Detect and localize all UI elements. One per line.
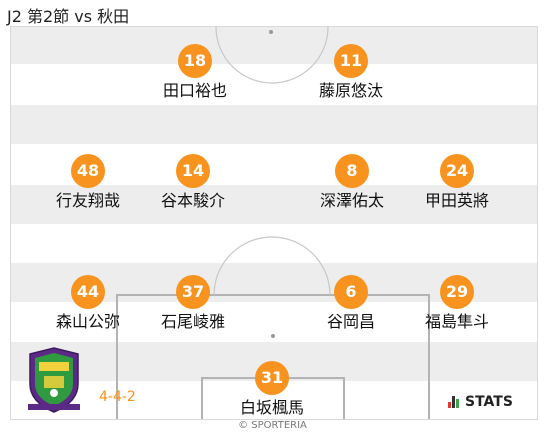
player-number-badge: 37 [176,275,210,309]
player-mf-2[interactable]: 14 谷本駿介 [133,154,253,211]
player-name: 森山公弥 [55,312,120,331]
player-name: 藤原悠汰 [318,81,383,100]
penalty-spot [271,334,275,338]
player-df-3[interactable]: 6 谷岡昌 [291,275,411,332]
penalty-area [116,294,430,419]
stats-bars-icon [448,396,460,408]
center-spot [269,30,273,34]
player-name: 甲田英將 [424,191,489,210]
player-mf-1[interactable]: 48 行友翔哉 [28,154,148,211]
player-df-1[interactable]: 44 森山公弥 [28,275,148,332]
player-number-badge: 6 [334,275,368,309]
player-number-badge: 48 [71,154,105,188]
copyright-text: © SPORTERIA [238,420,307,431]
player-number-badge: 14 [176,154,210,188]
player-number-badge: 8 [335,154,369,188]
team-crest-icon [28,347,80,413]
player-name: 白坂楓馬 [239,398,304,417]
player-gk[interactable]: 31 白坂楓馬 [212,361,332,418]
stats-label: STATS [465,394,513,410]
player-name: 深澤佑太 [319,191,384,210]
player-name: 谷本駿介 [160,191,225,210]
player-mf-3[interactable]: 8 深澤佑太 [292,154,412,211]
pitch-stripe [11,27,537,64]
pitch-stripe [11,105,537,144]
player-number-badge: 31 [255,361,289,395]
player-fw-right[interactable]: 11 藤原悠汰 [291,44,411,101]
player-name: 田口裕也 [162,81,227,100]
pitch-stripe [11,185,537,224]
penalty-arc [213,236,331,296]
center-circle-arc [215,27,329,84]
player-name: 福島隼斗 [424,312,489,331]
player-name: 石尾崚雅 [160,312,225,331]
player-number-badge: 18 [178,44,212,78]
player-number-badge: 11 [334,44,368,78]
player-df-2[interactable]: 37 石尾崚雅 [133,275,253,332]
player-name: 谷岡昌 [326,312,375,331]
player-fw-left[interactable]: 18 田口裕也 [135,44,255,101]
player-number-badge: 29 [440,275,474,309]
player-name: 行友翔哉 [55,191,120,210]
stats-logo: STATS [448,394,513,410]
page-title: J2 第2節 vs 秋田 [7,7,130,26]
player-number-badge: 44 [71,275,105,309]
player-mf-4[interactable]: 24 甲田英將 [397,154,517,211]
formation-label: 4-4-2 [99,389,136,405]
player-number-badge: 24 [440,154,474,188]
player-df-4[interactable]: 29 福島隼斗 [397,275,517,332]
